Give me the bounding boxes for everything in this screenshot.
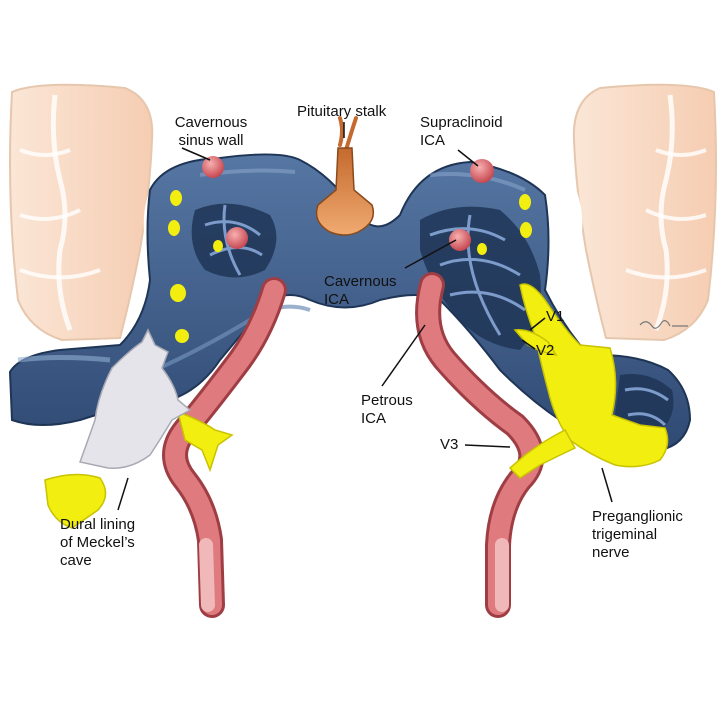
pituitary-stalk-icon — [315, 116, 375, 236]
label-preganglionic-trigeminal-nerve: Preganglionic trigeminal nerve — [592, 508, 683, 561]
nerve-dots — [168, 190, 532, 343]
label-v3: V3 — [440, 436, 459, 453]
label-cavernous-sinus-wall: Cavernous sinus wall — [174, 114, 248, 149]
label-pituitary-stalk: Pituitary stalk — [297, 103, 387, 120]
right-membrane — [563, 173, 599, 342]
label-v2: V2 — [536, 342, 555, 359]
right-brain-lobe-icon — [572, 83, 717, 342]
left-brain-lobe-icon — [9, 83, 154, 342]
label-petrous-ica: Petrous ICA — [361, 392, 413, 427]
leader-lines — [117, 122, 613, 511]
label-dural-lining: Dural lining of Meckel’s cave — [60, 516, 136, 569]
left-ganglion — [44, 473, 107, 529]
label-supraclinoid-ica: Supraclinoid ICA — [420, 114, 503, 149]
label-cavernous-ica: Cavernous ICA — [324, 273, 397, 308]
dural-pouch-icon — [79, 328, 192, 469]
left-v3-branch — [176, 410, 234, 473]
artist-signature-icon — [639, 320, 688, 329]
trigeminal-nerve-icon — [508, 283, 669, 479]
label-v1: V1 — [546, 308, 565, 325]
